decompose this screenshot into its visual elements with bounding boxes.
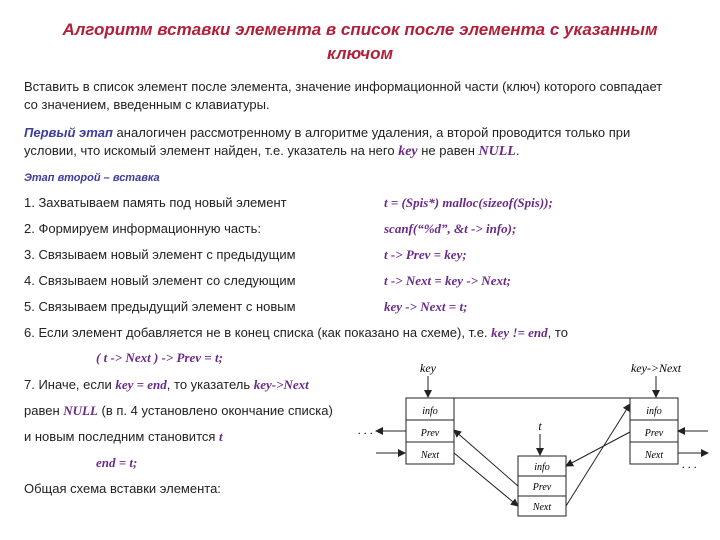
first-stage-text-2a: условии, что искомый элемент найден, т.е… [24,143,399,158]
left-node-next: Next [420,450,440,461]
step-7-null: NULL [63,403,98,418]
step-1-code: t = (Spis*) malloc(sizeof(Spis)); [384,195,553,210]
new-next-to-right-arrow [565,403,631,507]
right-node-prev: Prev [644,428,664,439]
step-2-text: 2. Формируем информационную часть: [24,221,261,236]
title-line-2: ключом [326,44,394,63]
step-7-e: и новым последним становится [24,429,220,444]
new-node-prev: Prev [532,482,552,493]
first-stage-text-1: аналогичен рассмотренному в алгоритме уд… [112,125,631,140]
step-6-text: 6. Если элемент добавляется не в конец с… [24,324,568,342]
null-const: NULL [478,144,516,159]
right-node: info Prev Next [629,397,679,465]
step-2-code: scanf(“%d”, &t -> info); [384,221,517,236]
step-6-cond: key != end [491,325,548,340]
step-7-t: t [219,429,223,444]
left-ellipsis: . . . [358,423,373,437]
step-4-text: 4. Связываем новый элемент со следующим [24,273,296,288]
step-7-cond: key = end [115,377,167,392]
first-stage-label: Первый этап [24,125,113,140]
first-stage-text-2b: не равен [417,143,479,158]
intro-line-2: со значением, введенным с клавиатуры. [24,97,270,112]
step-3-code: t -> Prev = key; [384,247,467,262]
new-node-next: Next [532,502,552,513]
t-label: t [538,419,542,433]
first-stage-paragraph: Первый этап аналогичен рассмотренному в … [24,124,696,161]
step-7-ptr: key->Next [253,377,309,392]
key-label: key [420,361,437,375]
step-6-tail: , то [547,325,568,340]
step-7-d: (в п. 4 установлено окончание списка) [97,403,333,418]
intro-line-1: Вставить в список элемент после элемента… [24,79,663,94]
left-node-prev: Prev [420,428,440,439]
step-7-c: равен [24,403,64,418]
step-7-line-1: 7. Иначе, если key = end, то указатель k… [24,376,309,394]
new-node-info: info [534,462,550,473]
title-line-1: Алгоритм вставки элемента в список после… [62,20,658,39]
insertion-diagram: info Prev Next info Prev Next info Prev … [358,361,709,517]
first-stage-line-2: условии, что искомый элемент найден, т.е… [24,142,696,161]
right-ellipsis: . . . [682,457,697,471]
left-node: info Prev Next [405,397,455,465]
key-next-to-new-arrow [453,452,519,507]
step-4-code: t -> Next = key -> Next; [384,273,511,288]
right-node-next: Next [644,450,664,461]
first-stage-text-2c: . [515,143,520,158]
stage-two-title: Этап второй – вставка [24,172,160,184]
intro-paragraph: Вставить в список элемент после элемента… [24,78,696,114]
step-3-text: 3. Связываем новый элемент с предыдущим [24,247,296,262]
right-node-info: info [646,406,662,417]
first-stage-line-1: Первый этап аналогичен рассмотренному в … [24,124,696,142]
key-next-label: key->Next [631,361,682,375]
step-6-lead: 6. Если элемент добавляется не в конец с… [24,325,492,340]
page-title: Алгоритм вставки элемента в список после… [30,18,690,66]
key-var: key [398,144,418,159]
new-node: info Prev Next [517,455,567,517]
right-prev-to-new-arrow [565,431,631,467]
left-node-info: info [422,406,438,417]
new-prev-to-key-arrow [453,429,519,487]
step-7-a: 7. Иначе, если [24,377,116,392]
step-7-code: end = t; [96,455,138,470]
step-5-code: key -> Next = t; [384,299,468,314]
step-7-line-3: и новым последним становится t [24,428,223,446]
step-6-code: ( t -> Next ) -> Prev = t; [96,350,223,365]
step-7-line-2: равен NULL (в п. 4 установлено окончание… [24,402,333,420]
scheme-caption: Общая схема вставки элемента: [24,481,221,496]
step-7-b: , то указатель [166,377,254,392]
step-5-text: 5. Связываем предыдущий элемент с новым [24,299,296,314]
step-1-text: 1. Захватываем память под новый элемент [24,195,287,210]
